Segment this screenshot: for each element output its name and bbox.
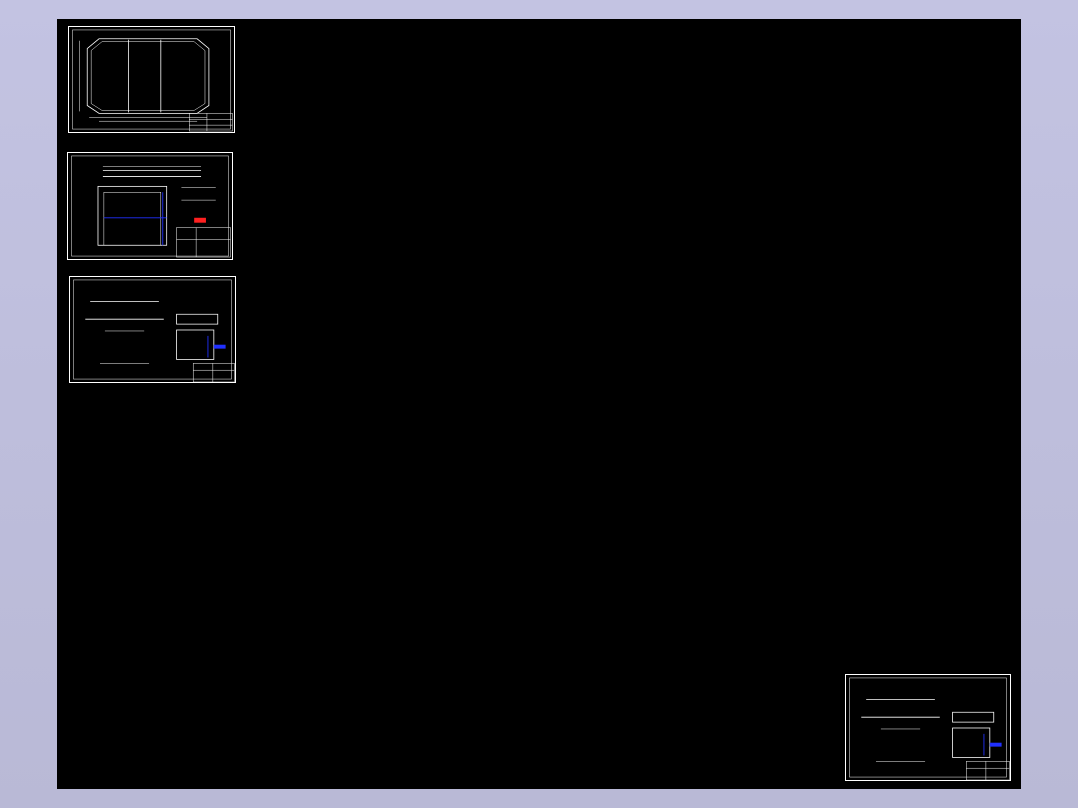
sheet-4-drawing (849, 677, 1010, 780)
sheet-2-drawing (71, 155, 231, 258)
sheet-1-drawing (72, 29, 233, 132)
drawing-sheet-1[interactable] (68, 26, 235, 133)
drawing-canvas[interactable] (57, 19, 1021, 789)
drawing-sheet-4[interactable] (845, 674, 1011, 781)
drawing-sheet-3[interactable] (69, 276, 236, 383)
drawing-sheet-2[interactable] (67, 152, 233, 260)
sheet-3-drawing (73, 279, 235, 382)
